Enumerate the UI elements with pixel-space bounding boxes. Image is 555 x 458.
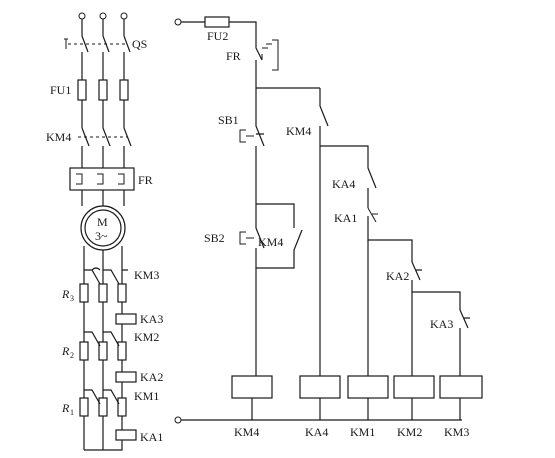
coil-label-2: KM1 (350, 425, 375, 439)
coil-ka4 (299, 375, 341, 399)
control-terminal-bottom (174, 416, 182, 424)
motor-letter: M (97, 215, 108, 229)
supply-terminal-l2 (99, 12, 107, 20)
coil-km3 (439, 375, 483, 399)
coil-label-4: KM3 (444, 425, 469, 439)
km3-main-label: KM3 (134, 268, 159, 282)
coils (231, 375, 483, 399)
r3-resistor (79, 283, 89, 303)
ka1-current-relay (115, 429, 137, 441)
ka3-current-relay (115, 313, 137, 325)
fr-nc-contact: FR (226, 39, 279, 88)
resistor-stage-3: R 3 KM3 KA3 (61, 267, 163, 342)
r2-resistor (79, 341, 89, 361)
km4-branch-label: KM4 (286, 124, 311, 138)
control-terminal-top (174, 18, 182, 26)
resistor-stage-1: R 1 KM1 KA1 (61, 389, 163, 451)
ka1-contact-label: KA1 (334, 211, 357, 225)
ka4-ka1-branch: KA4 KA1 (320, 145, 413, 376)
coil-label-3: KM2 (397, 425, 422, 439)
resistor-stage-2: R 2 KM2 KA2 (61, 330, 163, 398)
sb1-stop-button: SB1 (218, 88, 265, 204)
fu2-label: FU2 (207, 29, 228, 43)
r2-sub: 2 (70, 351, 74, 360)
r1-label: R (61, 401, 70, 415)
fu2-fuse (204, 16, 230, 28)
ka3-contact-label: KA3 (430, 317, 453, 331)
coil-km4 (231, 375, 273, 399)
coil-km1 (347, 375, 389, 399)
motor-phase: 3~ (95, 229, 108, 243)
r2-label: R (61, 344, 70, 358)
coil-km2 (393, 375, 435, 399)
r3-label: R (61, 287, 70, 301)
main-circuit: QS FU1 KM4 FR M 3~ (46, 12, 163, 451)
coil-label-1: KA4 (305, 425, 328, 439)
km1-main-label: KM1 (134, 389, 159, 403)
km4-main-contacts: KM4 (46, 127, 132, 147)
km4-hold-label: KM4 (258, 235, 283, 249)
r1-resistor (79, 397, 89, 417)
supply-terminal-l3 (120, 12, 128, 20)
control-circuit: FU2 FR SB1 SB2 KM4 KM4 (174, 16, 483, 439)
coil-label-0: KM4 (234, 425, 259, 439)
ka3-branch: KA3 (430, 309, 470, 376)
fr-control-label: FR (226, 49, 241, 63)
r1-sub: 1 (70, 408, 74, 417)
qs-isolating-switch: QS (64, 35, 147, 53)
ka3-main-label: KA3 (140, 312, 163, 326)
ka2-branch: KA2 (386, 261, 461, 376)
km4-main-label: KM4 (46, 130, 71, 144)
qs-label: QS (132, 37, 147, 51)
ka2-current-relay (115, 371, 137, 383)
motor: M 3~ (80, 205, 126, 251)
sb2-label: SB2 (204, 231, 225, 245)
fr-main-label: FR (138, 173, 153, 187)
km2-main-label: KM2 (134, 330, 159, 344)
sb2-start-and-km4-hold: SB2 KM4 (204, 203, 303, 269)
ka1-main-label: KA1 (140, 430, 163, 444)
r3-sub: 3 (70, 294, 74, 303)
sb1-label: SB1 (218, 113, 239, 127)
rotor-leads (83, 246, 123, 284)
fu1-label: FU1 (50, 83, 71, 97)
ka4-contact-label: KA4 (332, 177, 355, 191)
fu1-fuses: FU1 (50, 79, 129, 101)
phase-wires (81, 19, 125, 206)
km4-branch: KM4 (286, 88, 329, 376)
supply-terminal-l1 (78, 12, 86, 20)
fr-thermal-relay: FR (69, 167, 153, 191)
ka2-contact-label: KA2 (386, 269, 409, 283)
ka2-main-label: KA2 (140, 370, 163, 384)
